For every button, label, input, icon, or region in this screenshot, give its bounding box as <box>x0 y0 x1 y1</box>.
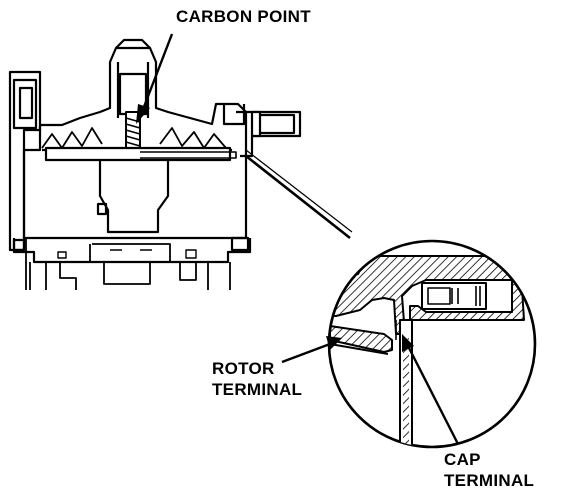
detail-cap-electrode-hatch <box>403 338 409 447</box>
housing-details <box>57 249 197 259</box>
distributor-body <box>8 38 302 290</box>
rotor-terminal-label-line-2: TERMINAL <box>212 380 303 399</box>
detail-leader <box>245 149 353 240</box>
housing-flange <box>12 238 252 264</box>
center-tower-notch <box>115 38 151 49</box>
cap-terminal-pointer <box>402 334 460 445</box>
rotor-terminal-label: ROTOR TERMINAL <box>212 358 302 400</box>
rotor-shaft <box>98 160 170 234</box>
housing-clip-right <box>230 236 250 252</box>
left-tower-inner <box>12 78 38 130</box>
left-terminal-tower <box>8 70 42 252</box>
detail-magnifier <box>327 239 537 449</box>
cap-terminal-label-line-2: TERMINAL <box>444 471 535 490</box>
housing-lower <box>25 238 231 290</box>
cap-terminal-label-line-1: CAP <box>444 450 481 469</box>
cap-ribs <box>41 127 227 149</box>
carbon-point-label: CARBON POINT <box>176 7 311 26</box>
rotor-terminal-pointer <box>281 336 342 364</box>
rotor-blade <box>140 151 237 159</box>
carbon-point-pointer <box>136 33 174 124</box>
left-tower-nub <box>18 86 34 120</box>
rotor-plate <box>44 146 232 162</box>
detail-leader-line-2 <box>245 149 353 233</box>
detail-rotor-blade-edge <box>329 343 389 355</box>
cap-terminal-label: CAP TERMINAL <box>444 449 534 491</box>
housing-clip-left <box>12 238 26 252</box>
detail-terminal-ridges <box>451 286 481 306</box>
rotor-shaft-key <box>96 202 108 216</box>
right-terminal-insert <box>254 113 296 135</box>
right-terminal-cap <box>250 110 262 138</box>
detail-leader-line <box>245 154 351 240</box>
rotor-terminal-label-line-1: ROTOR <box>212 359 275 378</box>
right-terminal-housing <box>222 104 302 158</box>
detail-terminal-insert-core <box>427 287 451 305</box>
